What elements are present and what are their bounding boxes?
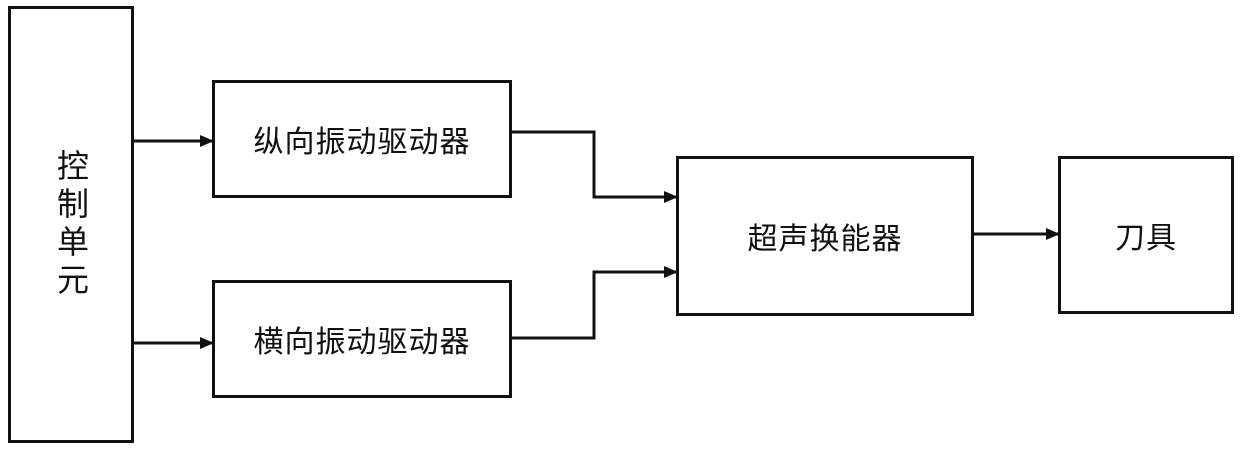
arrow-longitudinal-to-transducer	[512, 132, 676, 197]
control-unit-label: 控制单元	[55, 149, 87, 301]
longitudinal-vibration-driver-box: 纵向振动驱动器	[212, 80, 512, 198]
control-unit-box: 控制单元	[8, 6, 134, 443]
tool-box: 刀具	[1058, 156, 1234, 314]
transverse-vibration-driver-box: 横向振动驱动器	[212, 280, 512, 398]
ultrasonic-transducer-label: 超声换能器	[748, 214, 903, 258]
transverse-vibration-driver-label: 横向振动驱动器	[254, 317, 471, 361]
tool-label: 刀具	[1115, 213, 1177, 257]
ultrasonic-transducer-box: 超声换能器	[676, 156, 974, 316]
arrow-transverse-to-transducer	[512, 272, 676, 338]
longitudinal-vibration-driver-label: 纵向振动驱动器	[254, 117, 471, 161]
